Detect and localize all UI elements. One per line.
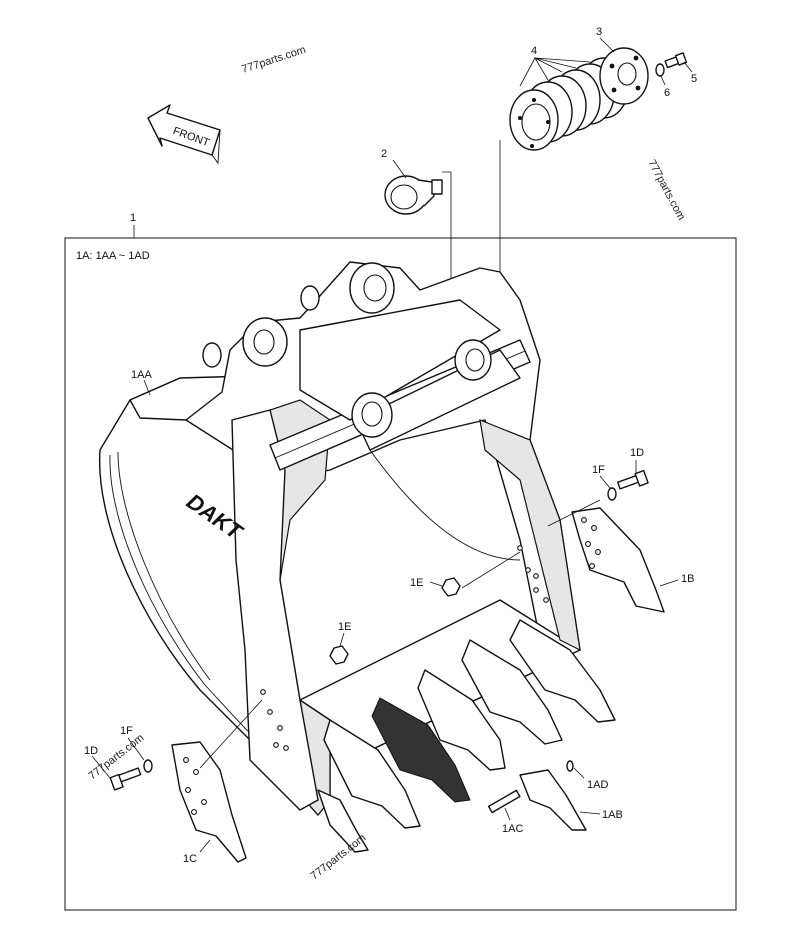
leader-1E-right [429,581,443,587]
leader-1F-left [127,737,145,761]
washer-part-6 [655,63,665,77]
side-cutter-1C [171,741,247,863]
callout-1AC: 1AC [502,823,523,835]
callout-1C: 1C [183,853,197,865]
callout-2: 2 [381,148,387,160]
leader-1AB [579,811,601,815]
leader-6 [660,75,666,86]
assembly-frame [64,237,737,911]
front-arrow: FRONT [147,104,221,165]
bolt-part-5 [664,52,688,69]
callout-1AA: 1AA [131,369,152,381]
callout-1E-left: 1E [338,621,351,633]
tooth-1AB [519,769,587,831]
callout-5: 5 [691,73,697,85]
leader-1E-left [339,632,345,647]
leader-3 [599,37,615,53]
watermark-right: 777parts.com [645,158,687,222]
callout-6: 6 [664,87,670,99]
callout-1D-right: 1D [630,447,644,459]
nut-1E-left [329,645,349,665]
callout-1B: 1B [681,573,694,585]
leader-1AC [504,807,511,821]
callout-3: 3 [596,26,602,38]
callout-1D-left: 1D [84,745,98,757]
washer-1F-right [607,487,617,501]
leader-4 [519,57,591,87]
callout-1: 1 [130,212,136,224]
leader-1F-right-ref [547,499,601,527]
lock-1AD [566,760,574,772]
bucket-teeth [317,619,616,853]
callout-1F-right: 1F [592,464,605,476]
leader-1E-right-ref [461,551,521,589]
callout-4: 4 [531,45,537,57]
leader-1B [659,579,679,587]
watermark-bottom: 777parts.com [308,832,368,882]
leader-1C [199,839,211,853]
pin-1AC [487,789,521,814]
leader-1D-left [91,755,111,779]
leader-1AA [143,379,151,396]
leader-1F-right [599,475,611,489]
leader-5 [683,61,693,73]
leader-1C-ref [199,699,263,769]
callout-1F-left: 1F [120,725,133,737]
side-cutter-1B [571,507,665,613]
leader-2 [392,159,407,179]
bolt-1D-right [616,469,649,490]
callout-1E-right: 1E [410,577,423,589]
nut-1E-right [441,577,461,597]
assembly-note: 1A: 1AA ~ 1AD [76,250,150,262]
callout-1AB: 1AB [602,809,623,821]
retainer-plate-part-3 [599,47,649,105]
leader-1AD [573,767,585,779]
bushing-part-2 [384,175,443,215]
bolt-1D-left [109,767,142,791]
watermark-top: 777parts.com [240,44,307,76]
washer-1F-left [143,759,153,773]
callout-1AD-right: 1AD [587,779,608,791]
